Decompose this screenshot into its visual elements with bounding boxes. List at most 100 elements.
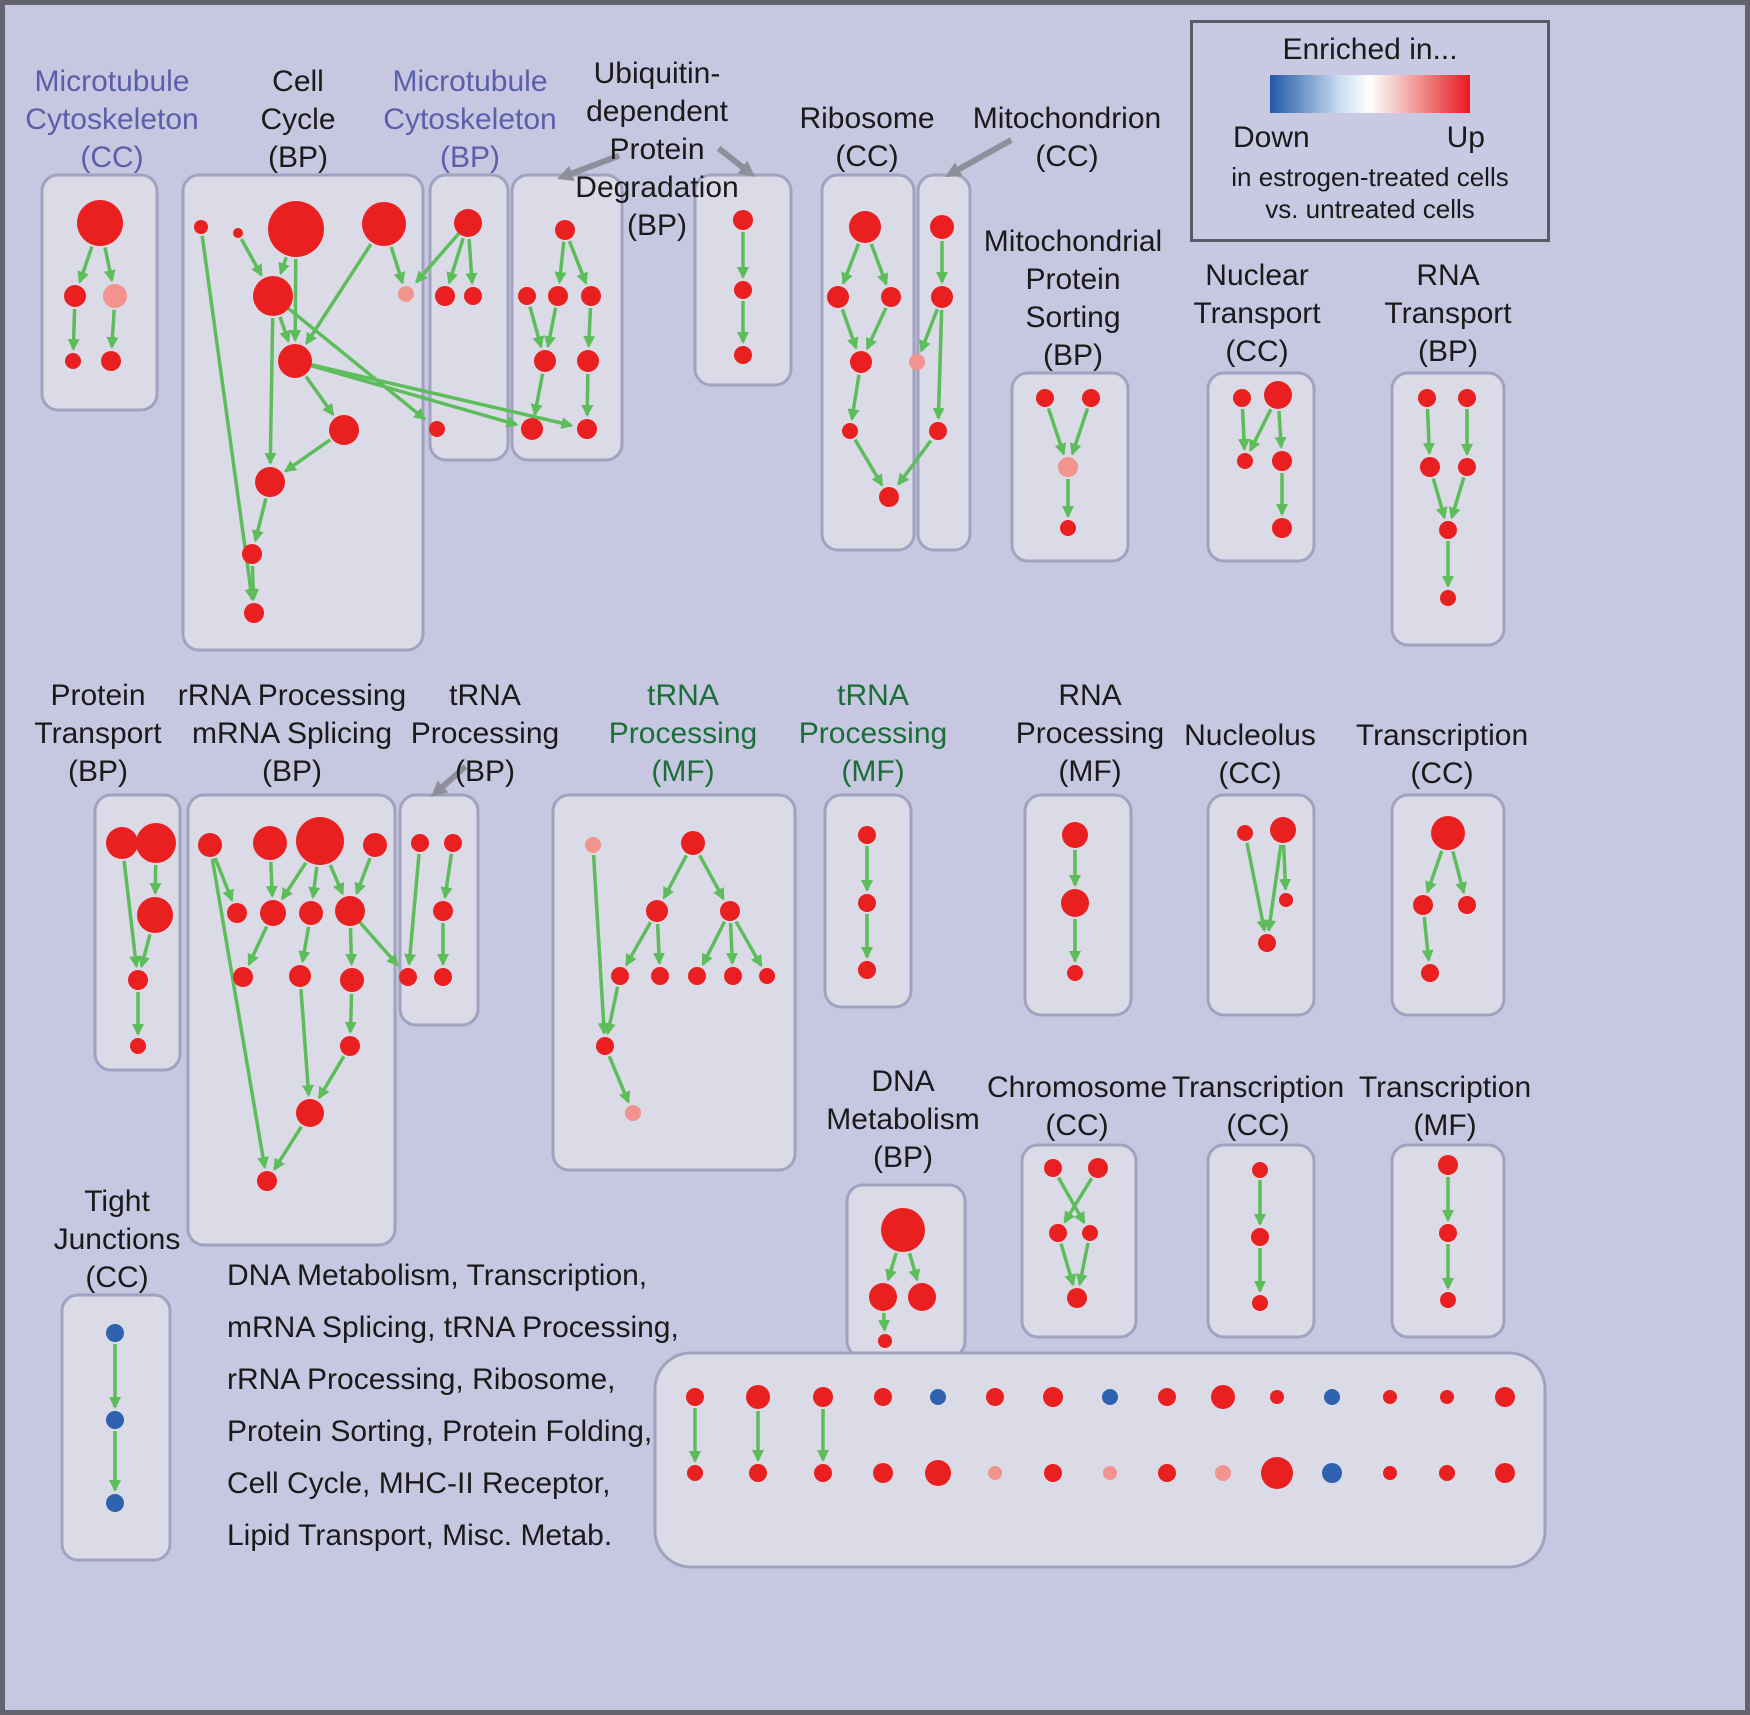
go-term-node: [444, 834, 462, 852]
go-term-node: [1060, 520, 1076, 536]
go-term-node: [842, 423, 858, 439]
go-network-figure: [40, 137, 1547, 1569]
edge-arrow: [317, 1055, 346, 1100]
go-term-node: [1252, 1162, 1268, 1178]
go-term-node: [873, 1463, 893, 1483]
go-term-node: [1431, 816, 1465, 850]
edge-arrow: [389, 246, 406, 285]
edge-arrow: [591, 854, 610, 1036]
go-term-node: [1440, 1292, 1456, 1308]
go-term-node: [986, 1388, 1004, 1406]
edge-arrow: [1063, 1177, 1094, 1224]
go-term-node: [1264, 381, 1292, 409]
go-term-node: [1044, 1464, 1062, 1482]
go-term-node: [850, 351, 872, 373]
go-term-node: [227, 903, 247, 923]
go-term-node: [1495, 1387, 1515, 1407]
edge-arrow: [308, 866, 321, 900]
edge-arrow: [239, 238, 263, 277]
go-term-node: [137, 897, 173, 933]
edge-arrow: [1237, 408, 1250, 452]
go-term-node: [278, 344, 312, 378]
edge-arrow: [734, 920, 763, 968]
edge-arrow: [465, 238, 478, 286]
trna-mf-label-2: tRNA Processing (MF): [798, 679, 948, 788]
go-term-node: [534, 350, 556, 372]
go-term-node: [858, 826, 876, 844]
go-term-node: [1438, 1155, 1458, 1175]
go-term-node: [128, 970, 148, 990]
go-term-node: [454, 209, 482, 237]
edge-arrow: [247, 565, 260, 602]
edge-arrow: [278, 256, 290, 276]
annotation-arrow: [944, 137, 1013, 178]
go-term-node: [651, 967, 669, 985]
legend-up-label: Up: [1446, 121, 1485, 154]
edge-arrow: [354, 857, 372, 896]
go-term-node: [1102, 1389, 1118, 1405]
cluster-box-protein-transport: [93, 793, 182, 1072]
edge-arrow: [907, 1252, 921, 1282]
edge-arrow: [1448, 477, 1466, 520]
go-term-node: [720, 901, 740, 921]
go-term-node: [681, 831, 705, 855]
go-term-node: [1058, 457, 1078, 477]
edge-arrow: [247, 925, 269, 967]
legend-subtitle-2: vs. untreated cells: [1265, 194, 1475, 224]
edge-arrow: [304, 375, 335, 417]
edge-arrow: [440, 853, 454, 900]
go-term-node: [340, 968, 364, 992]
go-term-node: [1258, 934, 1276, 952]
go-term-node: [411, 834, 429, 852]
go-term-node: [106, 827, 138, 859]
go-term-node: [555, 220, 575, 240]
edge-arrow: [1274, 410, 1287, 450]
go-term-node: [1322, 1463, 1342, 1483]
trna-mf-label-1: tRNA Processing (MF): [608, 679, 758, 788]
go-term-node: [130, 1038, 146, 1054]
go-term-node: [103, 284, 127, 308]
go-term-node: [988, 1466, 1002, 1480]
go-term-node: [335, 896, 365, 926]
go-term-node: [548, 286, 568, 306]
go-term-node: [1158, 1464, 1176, 1482]
edge-arrow: [1425, 850, 1444, 894]
go-term-node: [879, 487, 899, 507]
go-term-node: [233, 967, 253, 987]
go-term-node: [435, 286, 455, 306]
go-term-node: [1233, 389, 1251, 407]
go-term-node: [1458, 458, 1476, 476]
go-term-node: [814, 1464, 832, 1482]
cluster-box-nuclear-transport: [1206, 371, 1316, 563]
edge-arrow: [567, 240, 588, 285]
go-term-node: [340, 1036, 360, 1056]
dna-metabolism-label: DNA Metabolism (BP): [826, 1065, 980, 1174]
go-term-node: [881, 287, 901, 307]
cluster-box-transcription-cc-a: [1390, 793, 1506, 1017]
go-term-node: [399, 968, 417, 986]
go-term-node: [289, 965, 311, 987]
go-term-node: [106, 1411, 124, 1429]
edge-arrow: [213, 857, 234, 902]
go-term-node: [878, 1334, 892, 1348]
edge-arrow: [1451, 850, 1467, 895]
go-term-node: [268, 201, 324, 257]
cluster-box-rna-transport: [1390, 371, 1506, 647]
edge-arrow: [1059, 1243, 1077, 1287]
edge-arrow: [869, 243, 889, 286]
go-term-node: [813, 1387, 833, 1407]
go-term-node: [1324, 1389, 1340, 1405]
edge-arrow: [251, 498, 268, 543]
legend-endpoints: Down Up: [1193, 121, 1547, 155]
mito-protein-sorting-label: Mitochondrial Protein Sorting (BP): [983, 225, 1163, 372]
go-term-node: [242, 544, 262, 564]
cell-cycle-label: Cell Cycle (BP): [260, 65, 336, 174]
go-term-node: [1261, 1457, 1293, 1489]
go-term-node: [1252, 1295, 1268, 1311]
go-term-node: [858, 961, 876, 979]
go-term-node: [1421, 964, 1439, 982]
edge-arrow: [264, 317, 277, 466]
go-term-node: [1215, 1465, 1231, 1481]
edge-arrow: [328, 864, 345, 896]
go-term-node: [1036, 389, 1054, 407]
